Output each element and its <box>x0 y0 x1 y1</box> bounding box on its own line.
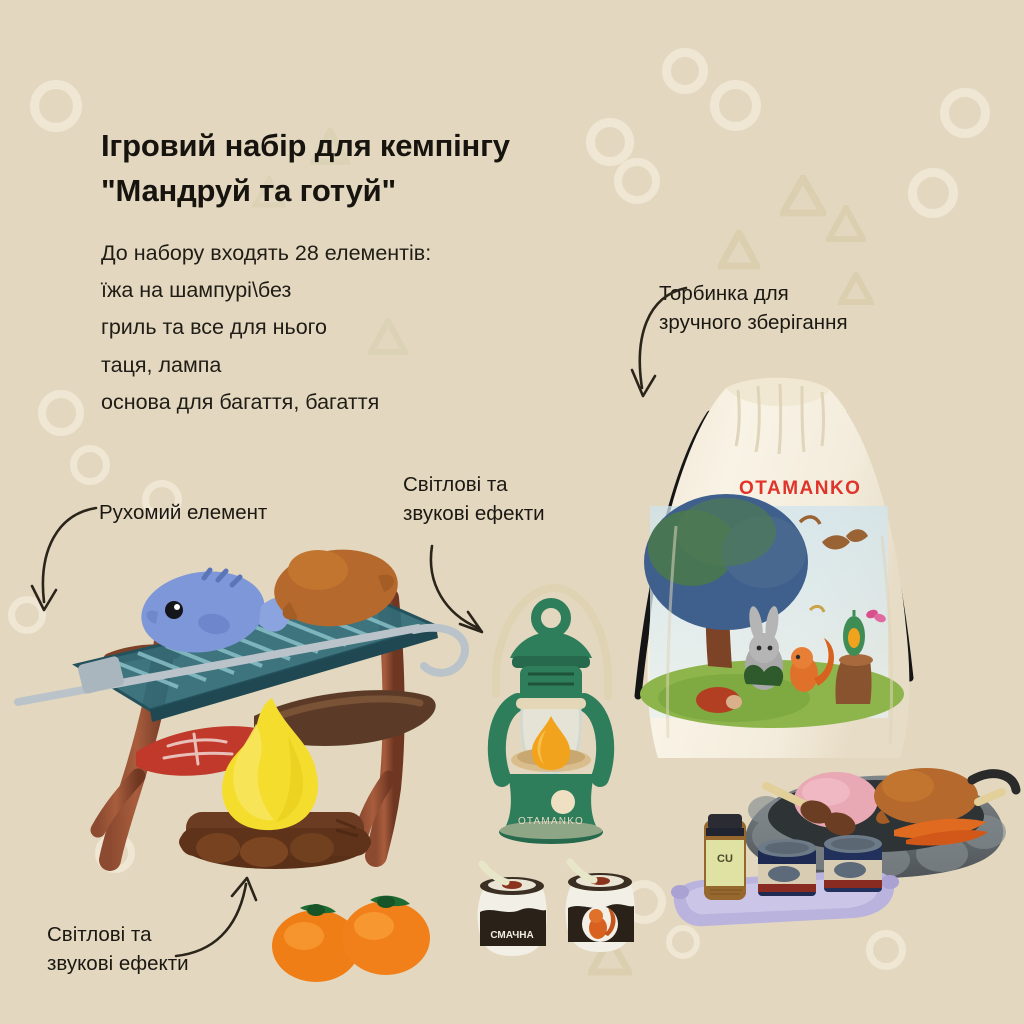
firepit-handle <box>967 769 1021 795</box>
decor-ring <box>866 930 906 970</box>
callout-storage-bag: Торбинка для зручного зберігання <box>659 279 848 337</box>
lantern-rope <box>491 583 613 700</box>
callout-fire-effects: Світлові та звукові ефекти <box>47 920 189 978</box>
tangerine <box>342 895 430 975</box>
title-line-2: "Мандруй та готуй" <box>101 172 397 208</box>
bag-bush <box>743 664 784 686</box>
bag-bird <box>822 529 868 550</box>
cup-straw <box>566 858 598 884</box>
skewer-rod <box>14 623 469 706</box>
decor-ring <box>710 80 761 131</box>
callout-moving-part-line-1: Рухомий елемент <box>99 501 268 524</box>
lantern-cap <box>510 632 592 658</box>
tangerine <box>272 904 360 982</box>
title-line-1: Ігровий набір для кемпінгу <box>101 128 510 163</box>
storage-bag-toy: OTAMANKO <box>614 366 944 796</box>
canned-food <box>758 839 816 896</box>
firepit-skewer <box>762 782 812 810</box>
bag-bird <box>798 515 822 525</box>
decor-triangle <box>826 205 866 243</box>
firepit-skewer <box>974 788 1006 806</box>
lantern-base <box>502 774 600 832</box>
cup-straw <box>478 860 510 886</box>
subtitle-line-4: таця, лампа <box>101 352 222 377</box>
drink-cups: СМАЧНА <box>466 858 646 972</box>
bag-printed-scene <box>640 494 904 728</box>
spice-bottle: CU <box>704 814 746 900</box>
lantern-flame <box>531 716 571 770</box>
callout-storage-bag-line-2: зручного зберігання <box>659 311 848 335</box>
callout-lamp-effects: Світлові та звукові ефекти <box>403 470 545 528</box>
lantern-brand-text: OTAMANKO <box>518 816 584 827</box>
grill-toy <box>14 540 488 890</box>
tray-handle <box>881 875 899 889</box>
bag-butterfly <box>866 609 886 623</box>
tangerine-fruit-pair <box>266 880 436 990</box>
bag-fabric-folds <box>665 525 894 745</box>
cup-label-text: СМАЧНА <box>490 930 533 941</box>
drink-cup <box>565 858 635 952</box>
callout-storage-bag-line-1: Торбинка для <box>659 282 789 305</box>
bottle-label-text: CU <box>717 853 733 865</box>
lantern-side-frame <box>487 693 527 787</box>
callout-lamp-effects-line-1: Світлові та <box>403 473 508 496</box>
canned-food <box>824 835 882 892</box>
lantern-hook-ring <box>531 598 571 638</box>
bag-hedgehog <box>696 687 742 713</box>
bag-squirrel <box>790 638 835 692</box>
campfire-flame <box>222 698 319 831</box>
bottle-cap <box>708 814 742 830</box>
decor-triangle <box>718 230 760 270</box>
subtitle-line-5: основа для багаття, багаття <box>101 389 380 414</box>
toy-chicken <box>274 549 398 627</box>
decor-ring <box>940 88 990 138</box>
campfire-toy <box>160 690 390 880</box>
subtitle-line-3: гриль та все для нього <box>101 315 327 340</box>
toy-sausage <box>254 690 436 746</box>
firepit-chicken <box>874 768 978 824</box>
drink-cup: СМАЧНА <box>477 860 547 956</box>
decor-ring <box>70 445 110 485</box>
lantern-glass-collar <box>516 698 586 709</box>
decor-triangle <box>780 175 826 217</box>
bag-brand-text: OTAMANKO <box>739 478 861 499</box>
campfire-logs <box>179 812 371 869</box>
bag-stump-lantern <box>835 610 873 704</box>
bag-gathered-top <box>726 377 830 455</box>
callout-lamp-effects-line-2: звукові ефекти <box>403 502 545 526</box>
firepit-sausages <box>894 818 988 846</box>
subtitle-line-1: До набору входять 28 елементів: <box>101 241 432 265</box>
decor-ring <box>30 80 82 132</box>
callout-moving-part: Рухомий елемент <box>99 498 267 527</box>
bag-moth <box>808 604 826 613</box>
decor-ring <box>38 390 84 436</box>
callout-fire-effects-line-2: звукові ефекти <box>47 952 189 976</box>
lantern-side-frame <box>575 693 615 787</box>
set-contents-description: До набору входять 28 елементів: їжа на ш… <box>101 235 621 421</box>
lantern-switch-knob <box>551 790 575 814</box>
cup-squirrel-logo <box>582 906 618 942</box>
page-title: Ігровий набір для кемпінгу "Мандруй та г… <box>101 124 661 214</box>
subtitle-line-2: їжа на шампурі\без <box>101 278 292 303</box>
decor-ring <box>662 48 708 94</box>
tray-handle <box>671 885 689 899</box>
condiment-tray: CU <box>662 806 912 936</box>
callout-fire-effects-line-1: Світлові та <box>47 923 152 946</box>
lantern-toy: OTAMANKO <box>466 574 636 864</box>
decor-ring <box>908 168 958 218</box>
